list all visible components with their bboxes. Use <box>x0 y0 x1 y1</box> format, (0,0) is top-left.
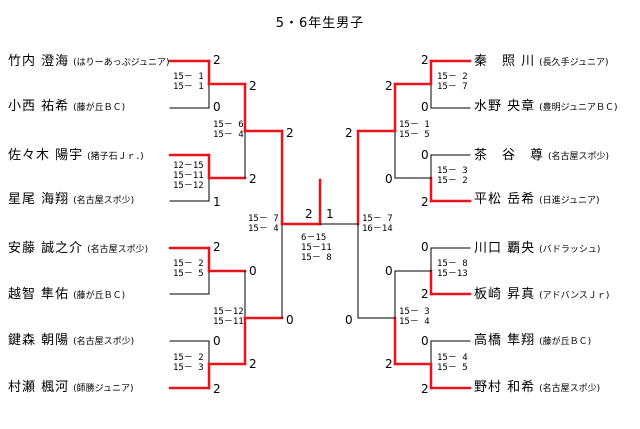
win-count: 2 <box>249 172 257 186</box>
left-player-5: 安藤 誠之介(名古屋スポ少) <box>8 241 148 258</box>
left-player-8: 村瀬 楓河(師勝ジュニア) <box>8 380 134 397</box>
player-club: (アドバンスＪｒ) <box>539 291 610 301</box>
player-name: 板崎 昇真 <box>474 287 536 302</box>
win-count: 0 <box>421 148 429 162</box>
final-win-right: 1 <box>326 207 334 221</box>
win-count: 2 <box>385 79 393 93</box>
win-count: 2 <box>213 382 221 396</box>
win-count: 0 <box>286 313 294 327</box>
player-club: (名古屋スポ少) <box>539 384 601 394</box>
final-score: 6－15 15－11 15－ 8 <box>301 233 332 263</box>
right-player-7: 高橋 隼翔(藤が丘ＢＣ) <box>474 333 591 350</box>
right-player-4: 平松 岳希(日進ジュニア) <box>474 192 600 209</box>
win-count: 2 <box>249 79 257 93</box>
match-score: 15－ 7 15－ 4 <box>248 214 279 234</box>
final-win-left: 2 <box>305 207 313 221</box>
match-score: 15－ 6 15－ 4 <box>213 120 244 140</box>
win-count: 0 <box>213 334 221 348</box>
player-name: 鍵森 朝陽 <box>8 333 70 348</box>
player-club: (名古屋スポ少) <box>73 337 135 347</box>
win-count: 2 <box>421 382 429 396</box>
right-player-2: 水野 央章(豊明ジュニアＢＣ) <box>474 99 618 116</box>
win-count: 1 <box>213 195 221 209</box>
win-count: 2 <box>213 240 221 254</box>
win-count: 0 <box>249 264 257 278</box>
left-player-3: 佐々木 陽宇(猪子石Ｊｒ．) <box>8 148 144 165</box>
match-score: 15－ 3 15－ 2 <box>437 166 468 186</box>
match-score: 15－ 1 15－ 5 <box>399 120 430 140</box>
player-club: (名古屋スポ少) <box>87 245 149 255</box>
right-player-8: 野村 和希(名古屋スポ少) <box>474 380 600 397</box>
player-name: 星尾 海翔 <box>8 192 70 207</box>
win-count: 2 <box>385 357 393 371</box>
right-player-3: 茶 谷 尊(名古屋スポ少) <box>474 148 609 165</box>
match-score: 15－ 4 15－ 5 <box>437 353 468 373</box>
match-score: 15－ 1 15－ 1 <box>173 72 204 92</box>
win-count: 0 <box>421 334 429 348</box>
match-score: 15－ 2 15－ 5 <box>173 259 204 279</box>
win-count: 2 <box>421 53 429 67</box>
right-player-5: 川口 覇央(バドラッシュ) <box>474 241 600 258</box>
left-player-4: 星尾 海翔(名古屋スポ少) <box>8 192 134 209</box>
player-club: (師勝ジュニア) <box>73 384 134 394</box>
player-name: 野村 和希 <box>474 380 536 395</box>
page-title: 5・6年生男子 <box>275 16 365 31</box>
win-count: 2 <box>286 126 294 140</box>
player-name: 高橋 隼翔 <box>474 333 536 348</box>
player-name: 秦 照 川 <box>474 54 536 69</box>
player-name: 佐々木 陽宇 <box>8 148 84 163</box>
left-player-6: 越智 隼佑(藤が丘ＢＣ) <box>8 287 125 304</box>
win-count: 2 <box>249 357 257 371</box>
player-club: (猪子石Ｊｒ．) <box>87 152 144 162</box>
player-name: 安藤 誠之介 <box>8 241 84 256</box>
player-name: 川口 覇央 <box>474 241 536 256</box>
player-name: 水野 央章 <box>474 99 536 114</box>
player-club: (豊明ジュニアＢＣ) <box>539 103 618 113</box>
win-count: 2 <box>213 53 221 67</box>
player-name: 平松 岳希 <box>474 192 536 207</box>
win-count: 0 <box>385 172 393 186</box>
right-player-1: 秦 照 川(長久手ジュニア) <box>474 54 609 71</box>
player-club: (長久手ジュニア) <box>539 58 609 68</box>
left-player-7: 鍵森 朝陽(名古屋スポ少) <box>8 333 134 350</box>
player-club: (藤が丘ＢＣ) <box>539 337 592 347</box>
win-count: 0 <box>213 100 221 114</box>
match-score: 15－ 7 16－14 <box>362 214 393 234</box>
left-player-2: 小西 祐希(藤が丘ＢＣ) <box>8 99 125 116</box>
player-name: 小西 祐希 <box>8 99 70 114</box>
win-count: 0 <box>421 240 429 254</box>
player-name: 竹内 澄海 <box>8 54 70 69</box>
match-score: 15－ 8 15－13 <box>437 259 468 279</box>
match-score: 15－12 15－11 <box>213 307 244 327</box>
match-score: 15－ 2 15－ 7 <box>437 72 468 92</box>
player-club: (日進ジュニア) <box>539 196 600 206</box>
player-club: (名古屋スポ少) <box>73 196 135 206</box>
win-count: 2 <box>421 195 429 209</box>
right-player-6: 板崎 昇真(アドバンスＪｒ) <box>474 287 609 304</box>
player-club: (名古屋スポ少) <box>548 152 610 162</box>
player-name: 茶 谷 尊 <box>474 148 545 163</box>
player-club: (藤が丘ＢＣ) <box>73 291 126 301</box>
left-player-1: 竹内 澄海(はりーあっぷジュニア) <box>8 54 170 71</box>
win-count: 0 <box>421 100 429 114</box>
win-count: 2 <box>421 287 429 301</box>
match-score: 12－15 15－11 15－12 <box>173 161 204 191</box>
player-name: 越智 隼佑 <box>8 287 70 302</box>
player-club: (はりーあっぷジュニア) <box>73 58 170 68</box>
player-club: (藤が丘ＢＣ) <box>73 103 126 113</box>
player-club: (バドラッシュ) <box>539 245 601 255</box>
win-count: 0 <box>345 313 353 327</box>
match-score: 15－ 3 15－ 4 <box>399 307 430 327</box>
player-name: 村瀬 楓河 <box>8 380 70 395</box>
match-score: 15－ 2 15－ 3 <box>173 353 204 373</box>
win-count: 2 <box>345 126 353 140</box>
win-count: 0 <box>385 264 393 278</box>
